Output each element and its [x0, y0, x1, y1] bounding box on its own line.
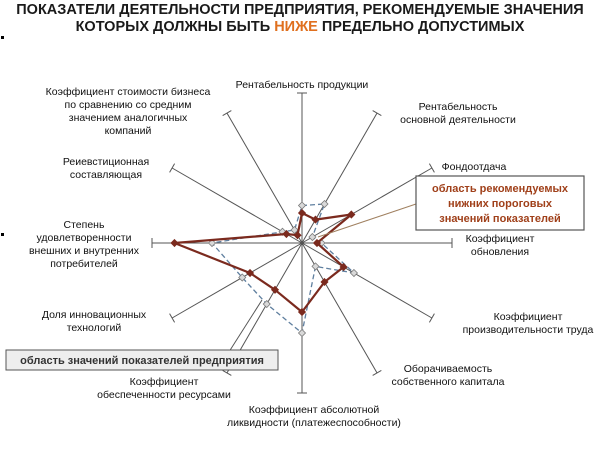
enterprise-series-layer [170, 208, 356, 317]
threshold-point [308, 232, 317, 242]
axis-label: Реиевстиционная [63, 156, 149, 168]
title-line-2-start: КОТОРЫХ ДОЛЖНЫ БЫТЬ [75, 19, 275, 35]
enterprise-point [320, 277, 329, 287]
axis-label: удовлетворенности [37, 232, 132, 244]
axis-label: Рентабельность [419, 101, 498, 113]
enterprise-point [170, 238, 179, 248]
edge-mark [1, 233, 4, 236]
threshold-callout-text: значений показателей [439, 213, 560, 225]
threshold-point [262, 299, 271, 309]
enterprise-point [312, 238, 322, 248]
threshold-point [238, 273, 247, 282]
axis-label: обеспеченности ресурсами [97, 389, 231, 401]
chart-title: ПОКАЗАТЕЛИ ДЕЯТЕЛЬНОСТИ ПРЕДПРИЯТИЯ, РЕК… [0, 2, 600, 36]
axis-label: составляющая [70, 169, 142, 181]
enterprise-callout-box [5, 349, 279, 371]
axis-label: Коэффициент [130, 376, 199, 388]
axis-label: Коэффициент стоимости бизнеса [46, 86, 211, 98]
axis-tick [372, 110, 382, 117]
enterprise-point [311, 215, 320, 224]
axis-label: ликвидности (платежеспособности) [227, 417, 401, 429]
threshold-point [311, 262, 320, 271]
axis-label: компаний [105, 125, 152, 137]
enterprise-point [282, 229, 291, 239]
threshold-callout-box [415, 175, 585, 231]
enterprise-point [339, 262, 348, 272]
axis-tick [169, 163, 176, 173]
threshold-series-line [211, 203, 355, 334]
threshold-series-layer [207, 199, 359, 338]
axis-label: собственного капитала [392, 376, 505, 388]
axis-label: внешних и внутренних [29, 245, 140, 257]
axis-tick [169, 313, 176, 323]
enterprise-point [347, 210, 356, 219]
axis-label: значением аналогичных [69, 112, 188, 124]
threshold-point [207, 238, 217, 248]
title-accent-word: НИЖЕ [274, 19, 318, 35]
title-line-2-end: ПРЕДЕЛЬНО ДОПУСТИМЫХ [317, 19, 525, 35]
axis-line [301, 242, 433, 319]
axis-line [226, 112, 303, 244]
axis-label: Коэффициент [494, 311, 563, 323]
axis-label: обновления [471, 246, 529, 258]
enterprise-point [293, 231, 302, 240]
threshold-point [320, 199, 329, 209]
threshold-callout-leader [317, 203, 417, 238]
axis-label: Степень [64, 219, 105, 231]
axis-label: Коэффициент [466, 233, 535, 245]
axis-tick [372, 369, 382, 376]
axes-layer [151, 92, 453, 394]
axis-tick [428, 163, 435, 173]
enterprise-point [297, 307, 307, 317]
axis-tick [222, 110, 232, 117]
threshold-callout-text: область рекомендуемых [432, 183, 569, 195]
threshold-point [297, 328, 307, 338]
title-line-1: ПОКАЗАТЕЛИ ДЕЯТЕЛЬНОСТИ ПРЕДПРИЯТИЯ, РЕК… [16, 2, 584, 18]
edge-mark [1, 36, 4, 39]
axis-label: Оборачиваемость [404, 363, 493, 375]
axis-line [301, 167, 433, 244]
threshold-point [349, 268, 359, 278]
axis-label: Фондоотдача [442, 161, 507, 173]
enterprise-point [270, 285, 280, 294]
callouts-layer: область рекомендуемых нижних пороговых зна… [5, 175, 585, 371]
axis-label: Рентабельность продукции [236, 79, 369, 91]
axis-label: по сравнению со средним [65, 99, 192, 111]
axis-tick [428, 313, 435, 323]
enterprise-series-line [173, 211, 353, 314]
axis-label: потребителей [50, 258, 118, 270]
axis-tick [222, 369, 232, 376]
axis-line [171, 242, 303, 319]
axis-label: технологий [67, 322, 122, 334]
axis-labels-layer: Рентабельность продукцииРентабельностьос… [29, 79, 594, 429]
threshold-point [290, 225, 299, 235]
enterprise-point [245, 268, 255, 278]
axis-label: производительности труда [463, 324, 594, 336]
axis-label: Коэффициент абсолютной [249, 404, 380, 416]
axis-label: Доля инновационных [42, 309, 147, 321]
enterprise-callout-text: область значений показателей предприятия [20, 355, 264, 367]
title-line-2: КОТОРЫХ ДОЛЖНЫ БЫТЬ НИЖЕ ПРЕДЕЛЬНО ДОПУС… [0, 19, 600, 36]
enterprise-point [297, 208, 307, 218]
threshold-callout-text: нижних пороговых [448, 198, 553, 210]
axis-label: основной деятельности [400, 114, 516, 126]
threshold-point [297, 201, 307, 210]
